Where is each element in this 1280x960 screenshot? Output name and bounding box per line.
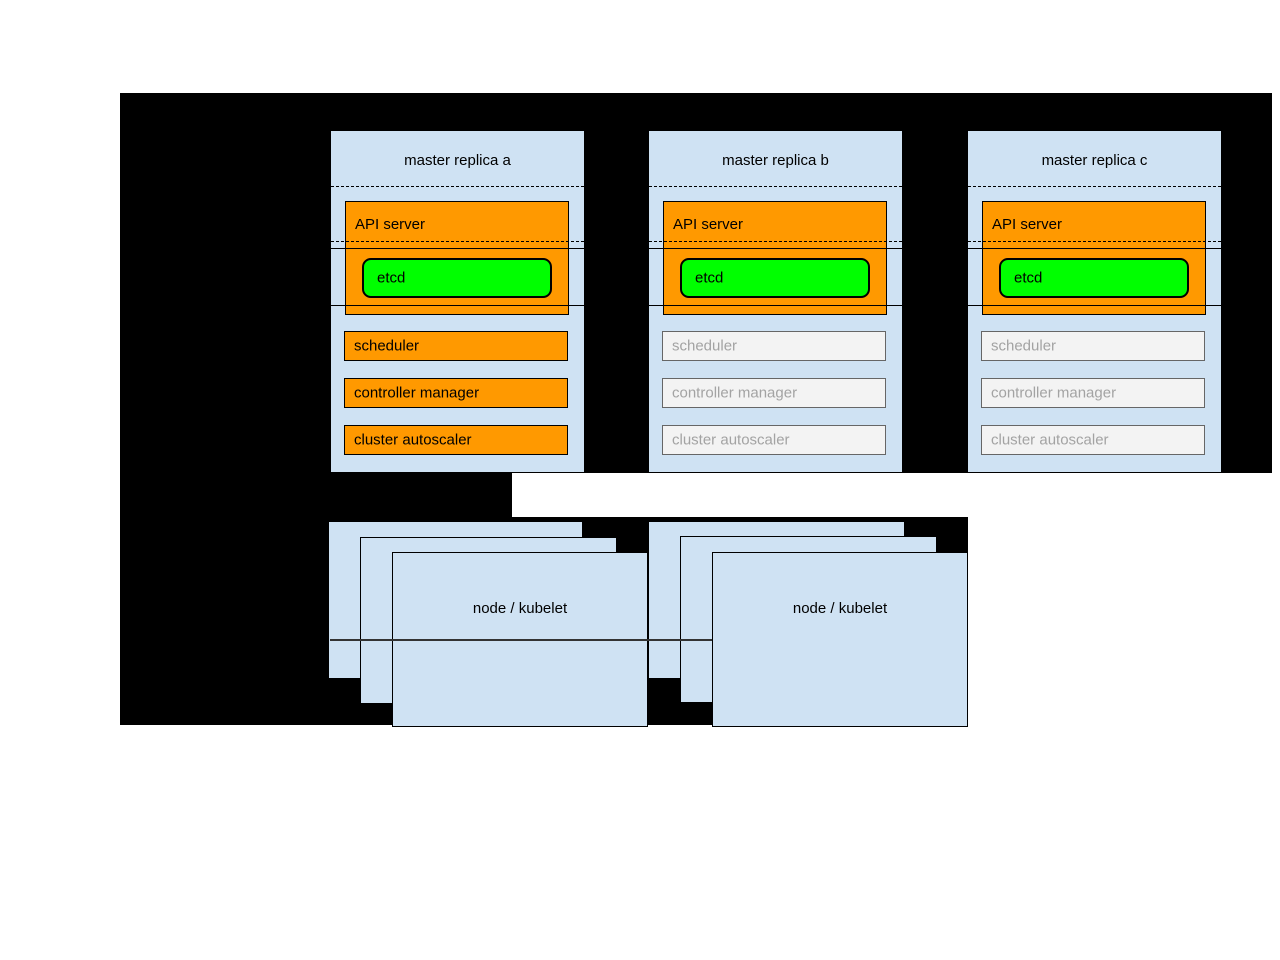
api-server-box: API server etcd [982, 201, 1206, 315]
connector-line [330, 639, 712, 641]
etcd-box: etcd [680, 258, 870, 298]
cluster-autoscaler-label: cluster autoscaler [354, 431, 472, 449]
node-box-front: node / kubelet [712, 552, 968, 727]
cluster-autoscaler-box: cluster autoscaler [344, 425, 568, 455]
cluster-autoscaler-label: cluster autoscaler [672, 431, 790, 449]
scheduler-box: scheduler [344, 331, 568, 361]
separator-solid [649, 248, 902, 249]
controller-manager-box: controller manager [662, 378, 886, 408]
separator-solid [649, 305, 902, 306]
separator-dashed [331, 241, 584, 242]
separator-solid [331, 248, 584, 249]
cluster-autoscaler-box: cluster autoscaler [981, 425, 1205, 455]
separator-dashed [649, 241, 902, 242]
api-server-box: API server etcd [345, 201, 569, 315]
controller-manager-label: controller manager [991, 384, 1117, 402]
controller-manager-box: controller manager [344, 378, 568, 408]
api-server-label: API server [673, 216, 744, 233]
scheduler-label: scheduler [991, 337, 1057, 355]
api-server-box: API server etcd [663, 201, 887, 315]
node-kubelet-label: node / kubelet [792, 600, 888, 617]
etcd-label: etcd [377, 269, 406, 287]
controller-manager-label: controller manager [672, 384, 798, 402]
scheduler-label: scheduler [354, 337, 420, 355]
separator-dashed [649, 186, 902, 187]
controller-manager-label: controller manager [354, 384, 480, 402]
separator-dashed [968, 241, 1221, 242]
master-replica-a-box: master replica a API server etcd schedul… [330, 130, 585, 473]
scheduler-box: scheduler [662, 331, 886, 361]
separator-solid [968, 248, 1221, 249]
master-title: master replica b [722, 152, 829, 169]
cluster-autoscaler-box: cluster autoscaler [662, 425, 886, 455]
separator-dashed [331, 186, 584, 187]
master-replica-c-box: master replica c API server etcd schedul… [967, 130, 1222, 473]
node-kubelet-label: node / kubelet [472, 600, 568, 617]
etcd-box: etcd [999, 258, 1189, 298]
separator-solid [331, 305, 584, 306]
scheduler-box: scheduler [981, 331, 1205, 361]
api-server-label: API server [355, 216, 426, 233]
cluster-autoscaler-label: cluster autoscaler [991, 431, 1109, 449]
etcd-box: etcd [362, 258, 552, 298]
separator-dashed [968, 186, 1221, 187]
etcd-label: etcd [1014, 269, 1043, 287]
api-server-label: API server [992, 216, 1063, 233]
separator-solid [968, 305, 1221, 306]
scheduler-label: scheduler [672, 337, 738, 355]
master-title: master replica a [404, 152, 511, 169]
etcd-label: etcd [695, 269, 724, 287]
master-title: master replica c [1041, 152, 1148, 169]
controller-manager-box: controller manager [981, 378, 1205, 408]
master-replica-b-box: master replica b API server etcd schedul… [648, 130, 903, 473]
